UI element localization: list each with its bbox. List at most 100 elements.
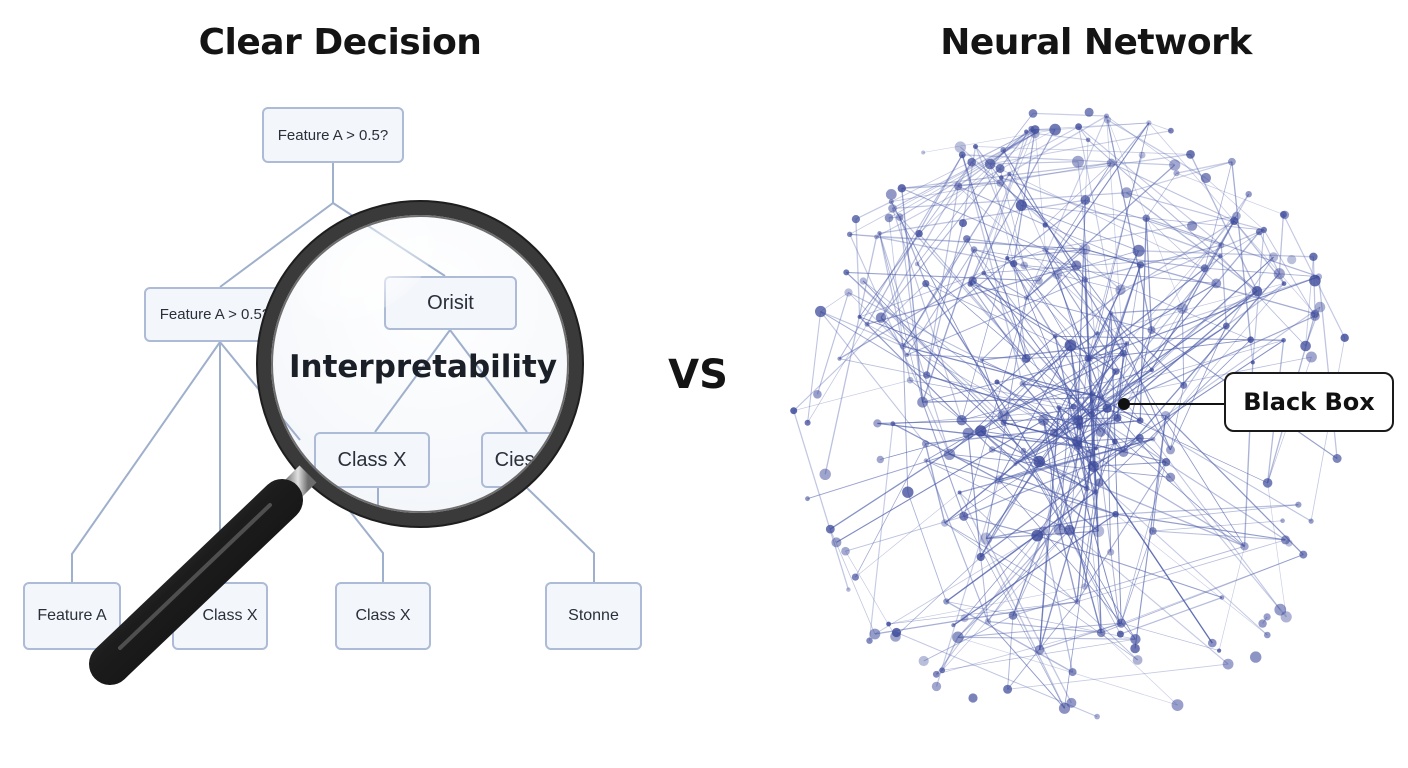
- network-node: [1340, 333, 1349, 342]
- network-edge: [972, 280, 1117, 373]
- network-node: [923, 371, 931, 379]
- network-edge: [999, 168, 1025, 266]
- network-edge: [1204, 161, 1233, 269]
- network-node: [1113, 414, 1122, 422]
- network-edge: [1087, 154, 1143, 359]
- network-node: [1161, 411, 1171, 421]
- network-node: [980, 532, 993, 545]
- network-edge: [1089, 276, 1319, 360]
- network-edge: [1034, 133, 1089, 141]
- network-edge: [862, 280, 1024, 451]
- network-edge: [1069, 395, 1245, 547]
- right-panel-title: Neural Network: [940, 22, 1252, 63]
- network-edge: [820, 311, 926, 445]
- black-box-callout: Black Box: [1224, 372, 1394, 432]
- network-edge: [890, 201, 1004, 417]
- network-node: [1309, 252, 1318, 261]
- network-node: [1015, 199, 1027, 211]
- network-node: [1102, 403, 1112, 413]
- network-node: [895, 213, 904, 221]
- network-node: [1300, 340, 1311, 352]
- network-edge: [1151, 220, 1235, 371]
- network-edge: [964, 466, 1094, 619]
- network-node: [1028, 109, 1038, 118]
- network-edge: [902, 238, 968, 347]
- network-node: [1169, 159, 1181, 171]
- network-edge: [1079, 425, 1092, 454]
- network-edge: [891, 208, 963, 421]
- network-edge: [922, 402, 965, 517]
- network-edge: [1000, 115, 1107, 179]
- network-node: [973, 144, 978, 149]
- network-node: [923, 458, 928, 463]
- network-node: [1130, 643, 1140, 654]
- network-node: [959, 511, 969, 521]
- network-edge: [1110, 312, 1185, 386]
- network-node: [1008, 611, 1018, 620]
- network-edge: [926, 222, 964, 376]
- network-node: [1053, 523, 1066, 536]
- network-node: [885, 189, 897, 200]
- network-node: [844, 288, 853, 297]
- network-edge: [1076, 437, 1140, 442]
- network-node: [1171, 699, 1184, 711]
- network-node: [1005, 256, 1010, 261]
- tree-leaf-feature-a: Feature A: [23, 582, 121, 650]
- network-edge: [1092, 356, 1312, 401]
- network-edge: [957, 636, 1178, 706]
- network-node: [815, 305, 827, 318]
- network-node: [1149, 367, 1155, 373]
- network-edge: [855, 492, 960, 578]
- network-node: [1049, 428, 1059, 438]
- network-edge: [918, 131, 1027, 234]
- network-node: [1068, 668, 1077, 677]
- network-node: [866, 637, 873, 644]
- network-edge: [958, 153, 1191, 187]
- network-node: [1245, 191, 1252, 198]
- network-node: [921, 440, 930, 448]
- network-node: [1240, 542, 1249, 551]
- magnifying-glass-icon: [89, 200, 584, 685]
- network-node: [1052, 269, 1063, 280]
- network-edge: [945, 600, 1073, 673]
- network-edge: [1084, 139, 1089, 201]
- network-node: [1180, 381, 1188, 389]
- network-edge: [1045, 249, 1112, 314]
- network-edge: [1123, 353, 1245, 547]
- network-edge: [918, 233, 1027, 359]
- network-node: [1309, 274, 1321, 287]
- network-node: [999, 175, 1004, 180]
- network-edge: [1038, 488, 1088, 650]
- network-node: [1173, 170, 1180, 177]
- network-edge: [849, 233, 877, 238]
- network-node: [804, 419, 811, 426]
- network-node: [847, 231, 853, 237]
- network-edge: [1045, 224, 1141, 266]
- network-edge: [878, 233, 911, 381]
- network-node: [970, 246, 978, 253]
- network-edge: [1170, 325, 1227, 451]
- network-node: [968, 693, 978, 703]
- network-node: [888, 204, 897, 213]
- network-node: [984, 158, 996, 170]
- network-edge: [793, 283, 927, 412]
- network-node: [954, 182, 963, 191]
- network-edge: [1012, 425, 1081, 616]
- network-edge: [1225, 283, 1285, 327]
- network-edge: [848, 292, 904, 347]
- network-edge: [1263, 229, 1316, 317]
- network-node: [1218, 253, 1223, 259]
- network-node: [1247, 336, 1254, 344]
- network-edge: [1126, 161, 1233, 194]
- network-node: [1263, 613, 1271, 621]
- network-node: [876, 455, 884, 464]
- network-node: [1087, 460, 1099, 472]
- network-node: [1089, 397, 1096, 404]
- network-node: [1200, 264, 1209, 273]
- network-node: [994, 379, 1000, 385]
- network-edge: [1110, 162, 1235, 222]
- network-edge: [916, 113, 1034, 265]
- network-node: [1095, 478, 1104, 487]
- network-node: [1136, 261, 1145, 269]
- network-edge: [990, 129, 1056, 165]
